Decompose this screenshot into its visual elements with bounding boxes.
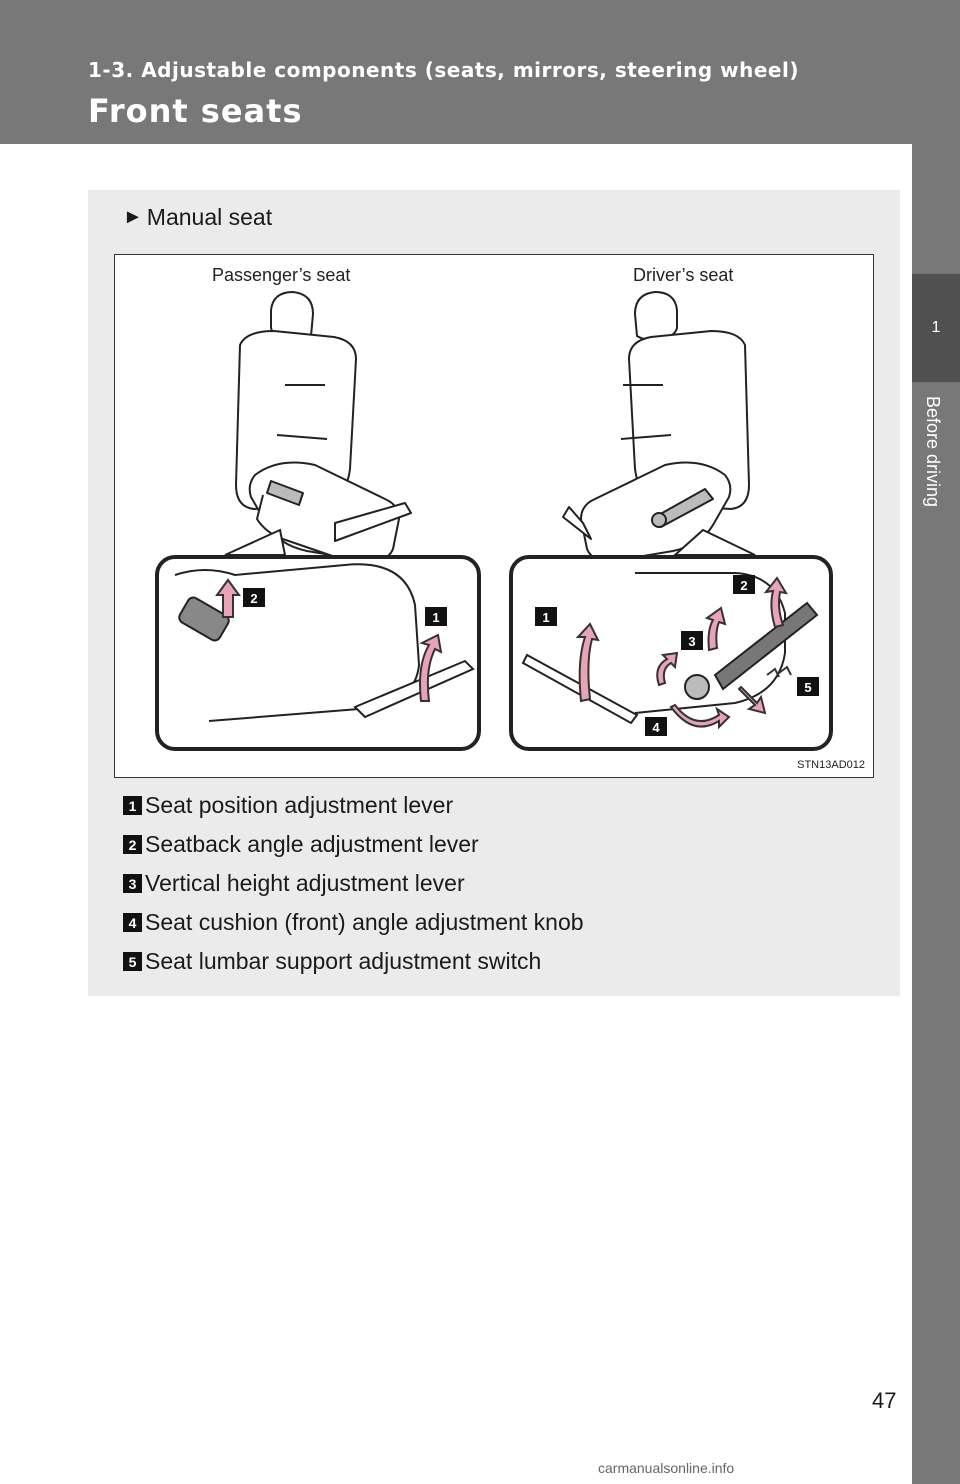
subheading: ► Manual seat (123, 204, 272, 231)
list-item: 1 Seat position adjustment lever (123, 786, 883, 825)
driver-seat-label: Driver’s seat (633, 265, 734, 285)
page-number: 47 (872, 1388, 897, 1413)
legend-text: Seat lumbar support adjustment switch (145, 948, 542, 974)
driver-seat-drawing (562, 291, 750, 563)
chapter-label-tab[interactable]: Before driving (912, 382, 960, 1484)
side-tab-spacer (912, 144, 960, 274)
seat-illustration: 2 1 1 2 3 4 5 (114, 254, 874, 778)
passenger-detail-panel: 2 1 (155, 555, 481, 751)
seat-illustration-drawing: 2 1 1 2 3 4 5 (155, 291, 833, 751)
watermark-link[interactable]: carmanualsonline.info (598, 1460, 735, 1476)
svg-text:2: 2 (250, 591, 257, 606)
chapter-label: Before driving (923, 396, 943, 508)
list-item: 2 Seatback angle adjustment lever (123, 825, 883, 864)
driver-detail-panel: 1 2 3 4 5 (509, 555, 833, 751)
chapter-number-tab[interactable]: 1 (912, 274, 960, 382)
svg-text:1: 1 (542, 610, 549, 625)
callout-legend: 1 Seat position adjustment lever 2 Seatb… (123, 786, 883, 981)
chapter-number: 1 (931, 319, 941, 336)
section-label: 1-3. Adjustable components (seats, mirro… (88, 58, 799, 82)
legend-text: Seatback angle adjustment lever (145, 831, 479, 857)
svg-text:1: 1 (432, 610, 439, 625)
subheading-text: Manual seat (146, 204, 273, 230)
passenger-seat-drawing (235, 291, 412, 564)
list-item: 5 Seat lumbar support adjustment switch (123, 942, 883, 981)
number-badge: 4 (123, 913, 142, 932)
passenger-seat-label: Passenger’s seat (212, 265, 351, 285)
svg-text:3: 3 (688, 634, 695, 649)
list-item: 4 Seat cushion (front) angle adjustment … (123, 903, 883, 942)
figure-code: STN13AD012 (797, 759, 865, 771)
passenger-zoom-wedge (224, 528, 287, 556)
legend-text: Seat cushion (front) angle adjustment kn… (145, 909, 584, 935)
triangle-marker-icon: ► (123, 206, 143, 228)
number-badge: 3 (123, 874, 142, 893)
legend-text: Vertical height adjustment lever (145, 870, 465, 896)
legend-text: Seat position adjustment lever (145, 792, 454, 818)
svg-text:5: 5 (804, 680, 811, 695)
svg-text:2: 2 (740, 578, 747, 593)
page-title: Front seats (88, 92, 303, 130)
list-item: 3 Vertical height adjustment lever (123, 864, 883, 903)
page-header: 1-3. Adjustable components (seats, mirro… (0, 0, 960, 144)
number-badge: 2 (123, 835, 142, 854)
number-badge: 5 (123, 952, 142, 971)
svg-text:4: 4 (652, 720, 660, 735)
number-badge: 1 (123, 796, 142, 815)
